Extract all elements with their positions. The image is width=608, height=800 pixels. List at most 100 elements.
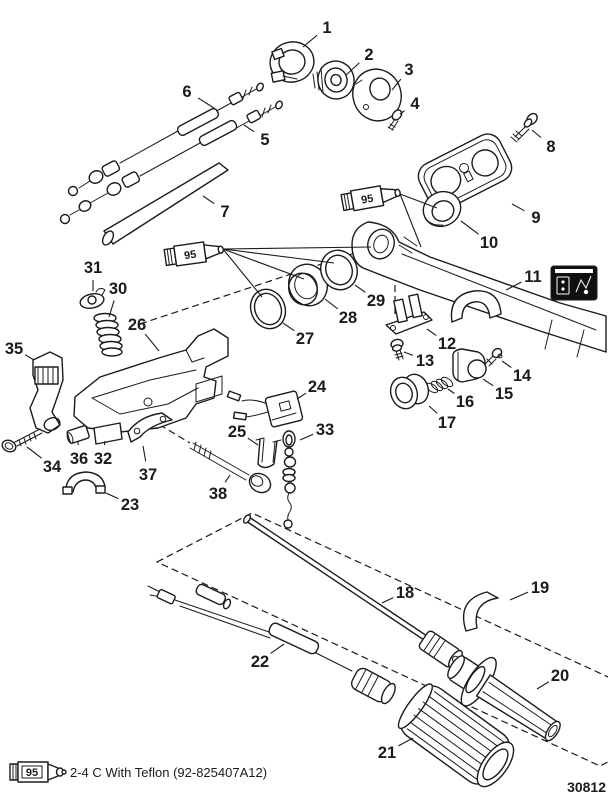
part-2-pulley bbox=[312, 60, 355, 100]
callout-29-label: 29 bbox=[367, 292, 385, 310]
callout-27-leader bbox=[282, 322, 295, 332]
callout-7-leader bbox=[202, 195, 215, 205]
callout-24-label: 24 bbox=[308, 378, 327, 396]
callout-4-leader bbox=[399, 110, 405, 115]
callout-3-leader bbox=[391, 78, 402, 91]
part-30-spring bbox=[93, 312, 123, 357]
callout-19-leader bbox=[509, 591, 529, 601]
callout-22-leader bbox=[270, 643, 285, 654]
callout-26-label: 26 bbox=[128, 316, 146, 334]
part-15-clamp bbox=[452, 348, 487, 383]
part-20-throttle-shaft bbox=[447, 655, 561, 742]
callout-23-label: 23 bbox=[121, 496, 139, 514]
legend-text: 2-4 C With Teflon (92-825407A12) bbox=[70, 765, 267, 780]
callout-20-leader bbox=[536, 681, 550, 690]
lube-tube-nozzle bbox=[203, 244, 220, 260]
callout-2-label: 2 bbox=[364, 46, 373, 64]
callout-18-label: 18 bbox=[396, 584, 414, 602]
lube-tube-2-pointer-3 bbox=[222, 248, 335, 264]
callout-35-leader bbox=[24, 354, 35, 361]
part-25-clip bbox=[255, 437, 282, 469]
lube-tube-code: 95 bbox=[360, 193, 374, 207]
warning-decal bbox=[550, 265, 598, 301]
callout-8-label: 8 bbox=[546, 138, 555, 156]
part-37-link-plate bbox=[127, 412, 173, 443]
part-38-bolt bbox=[189, 441, 272, 494]
callout-14-leader bbox=[501, 360, 512, 368]
legend: 95 2-4 C With Teflon (92-825407A12) bbox=[9, 761, 267, 783]
callout-24-leader bbox=[296, 392, 307, 400]
callout-30-leader bbox=[108, 300, 115, 318]
part-36-pin bbox=[66, 425, 90, 444]
lube-tube-2-pointer-4 bbox=[222, 246, 372, 250]
lube-tube-2-pointer-2 bbox=[222, 248, 305, 280]
callout-25-label: 25 bbox=[228, 423, 246, 441]
lube-tube-tip bbox=[394, 188, 401, 198]
callout-26-leader bbox=[144, 333, 160, 352]
callout-12-leader bbox=[426, 328, 437, 336]
callout-22-label: 22 bbox=[251, 653, 269, 671]
callout-15-leader bbox=[482, 378, 494, 387]
lube-tube-crimp-line bbox=[166, 248, 170, 266]
part-27-bezel bbox=[249, 288, 287, 330]
part-12-bracket bbox=[385, 293, 433, 335]
part-21-grip bbox=[397, 683, 515, 788]
part-6-cable bbox=[67, 82, 264, 197]
part-13-screw bbox=[390, 338, 404, 361]
callout-7-label: 7 bbox=[220, 203, 229, 221]
callout-4-label: 4 bbox=[410, 95, 420, 113]
part-4-screw bbox=[387, 109, 403, 131]
callout-11-leader bbox=[505, 281, 522, 291]
part-29-ring bbox=[320, 249, 358, 291]
callout-1-label: 1 bbox=[322, 19, 331, 37]
callout-17-label: 17 bbox=[438, 414, 456, 432]
part-23-retainer-clip bbox=[62, 471, 106, 495]
legend-lube-tube-icon bbox=[9, 761, 67, 783]
part-9-housing bbox=[417, 133, 513, 211]
part-22-wiring-cable bbox=[147, 583, 396, 705]
part-35-latch-lever bbox=[29, 351, 64, 434]
callout-3-label: 3 bbox=[404, 61, 413, 79]
callout-33-leader bbox=[299, 433, 314, 441]
callout-21-label: 21 bbox=[378, 744, 396, 762]
callout-6-label: 6 bbox=[182, 83, 191, 101]
callout-18-leader bbox=[381, 597, 394, 604]
callout-13-label: 13 bbox=[416, 352, 434, 370]
lube-tube-2-pointer-1 bbox=[222, 248, 263, 298]
callout-36-label: 36 bbox=[70, 450, 88, 468]
lube-tube-2-icon: 95 bbox=[163, 241, 224, 267]
callout-25-leader bbox=[247, 437, 259, 446]
part-11-tiller-arm bbox=[351, 221, 607, 358]
callout-12-label: 12 bbox=[438, 335, 456, 353]
callout-14-label: 14 bbox=[513, 367, 532, 385]
arm-saddle-clip bbox=[450, 290, 502, 323]
callout-5-leader bbox=[243, 124, 255, 133]
callout-29-leader bbox=[354, 284, 366, 293]
part-32-decal bbox=[93, 422, 123, 445]
part-10-ring bbox=[422, 190, 462, 228]
callout-21-leader bbox=[398, 737, 414, 747]
callout-23-leader bbox=[105, 492, 119, 500]
part-28-bushing bbox=[288, 263, 328, 307]
callout-32-label: 32 bbox=[94, 450, 112, 468]
part-33-lanyard bbox=[282, 430, 297, 529]
callout-34-leader bbox=[26, 446, 42, 459]
part-18-shaft bbox=[242, 514, 463, 669]
lube-tube-1-icon: 95 bbox=[340, 185, 401, 212]
dashed-axis-bolt bbox=[149, 418, 191, 444]
callout-11-label: 11 bbox=[524, 268, 541, 286]
callout-10-leader bbox=[460, 220, 479, 235]
callout-38-label: 38 bbox=[209, 485, 227, 503]
part-14-screw bbox=[485, 347, 503, 367]
callout-13-leader bbox=[403, 351, 414, 356]
part-34-bolt bbox=[1, 428, 43, 453]
lube-tube-nozzle bbox=[379, 188, 397, 204]
callout-10-label: 10 bbox=[480, 234, 498, 252]
part-5-cable bbox=[59, 100, 283, 225]
part-17-knob bbox=[389, 373, 430, 410]
lube-tube-1-pointer-1 bbox=[399, 193, 438, 209]
lube-tube-code: 95 bbox=[183, 249, 197, 263]
callout-28-leader bbox=[324, 298, 339, 310]
callout-37-label: 37 bbox=[139, 466, 157, 484]
